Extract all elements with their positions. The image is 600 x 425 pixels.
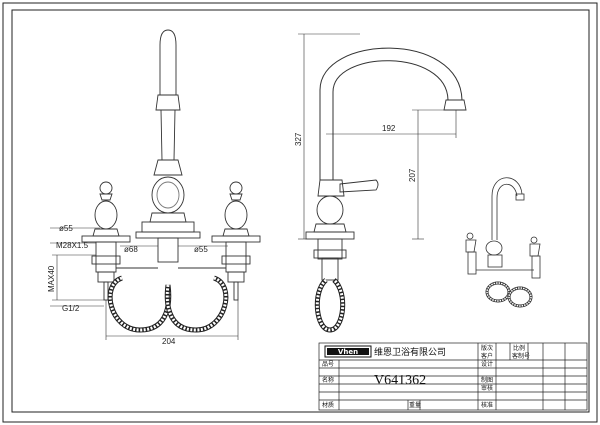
side-dimension-labels: 327 192 207 [294, 124, 417, 182]
side-view [305, 47, 467, 333]
label-client: 客户 [481, 352, 493, 360]
company-logo: Vhen [324, 345, 372, 358]
dim-d68: ø68 [124, 245, 138, 254]
label-ratio: 比例 [513, 344, 525, 352]
label-client-no: 客制号 [512, 352, 530, 360]
isometric-view [465, 177, 541, 308]
front-dimension-labels: ø55 M28X1.5 ø68 ø55 MAX40 G1/2 204 [47, 224, 208, 346]
dim-thread: M28X1.5 [56, 241, 89, 250]
label-material: 材质 [322, 401, 334, 409]
dim-max40: MAX40 [47, 265, 56, 292]
title-block [318, 342, 588, 411]
inner-border [11, 9, 590, 413]
dim-h327: 327 [294, 132, 303, 146]
label-review: 审核 [481, 384, 493, 392]
label-version: 版次 [481, 344, 493, 352]
logo-text: Vhen [338, 348, 358, 356]
dim-w192: 192 [382, 124, 396, 133]
label-design: 设计 [481, 360, 493, 368]
model-number: V641362 [374, 373, 426, 388]
dim-g12: G1/2 [62, 304, 80, 313]
dim-h207: 207 [408, 168, 417, 182]
company-name: 维恩卫浴有限公司 [374, 346, 446, 358]
label-item-no: 品号 [322, 361, 334, 368]
label-name: 名称 [322, 376, 334, 384]
dim-d55-right: ø55 [194, 245, 208, 254]
side-dimension-lines [298, 33, 457, 240]
dim-d55-left: ø55 [59, 224, 73, 233]
label-approve: 核准 [481, 401, 493, 409]
dim-w204: 204 [162, 337, 176, 346]
label-weight: 重量 [409, 401, 421, 409]
front-dimension-lines [50, 227, 239, 340]
front-view [81, 29, 261, 333]
label-drawing: 制图 [481, 376, 493, 384]
